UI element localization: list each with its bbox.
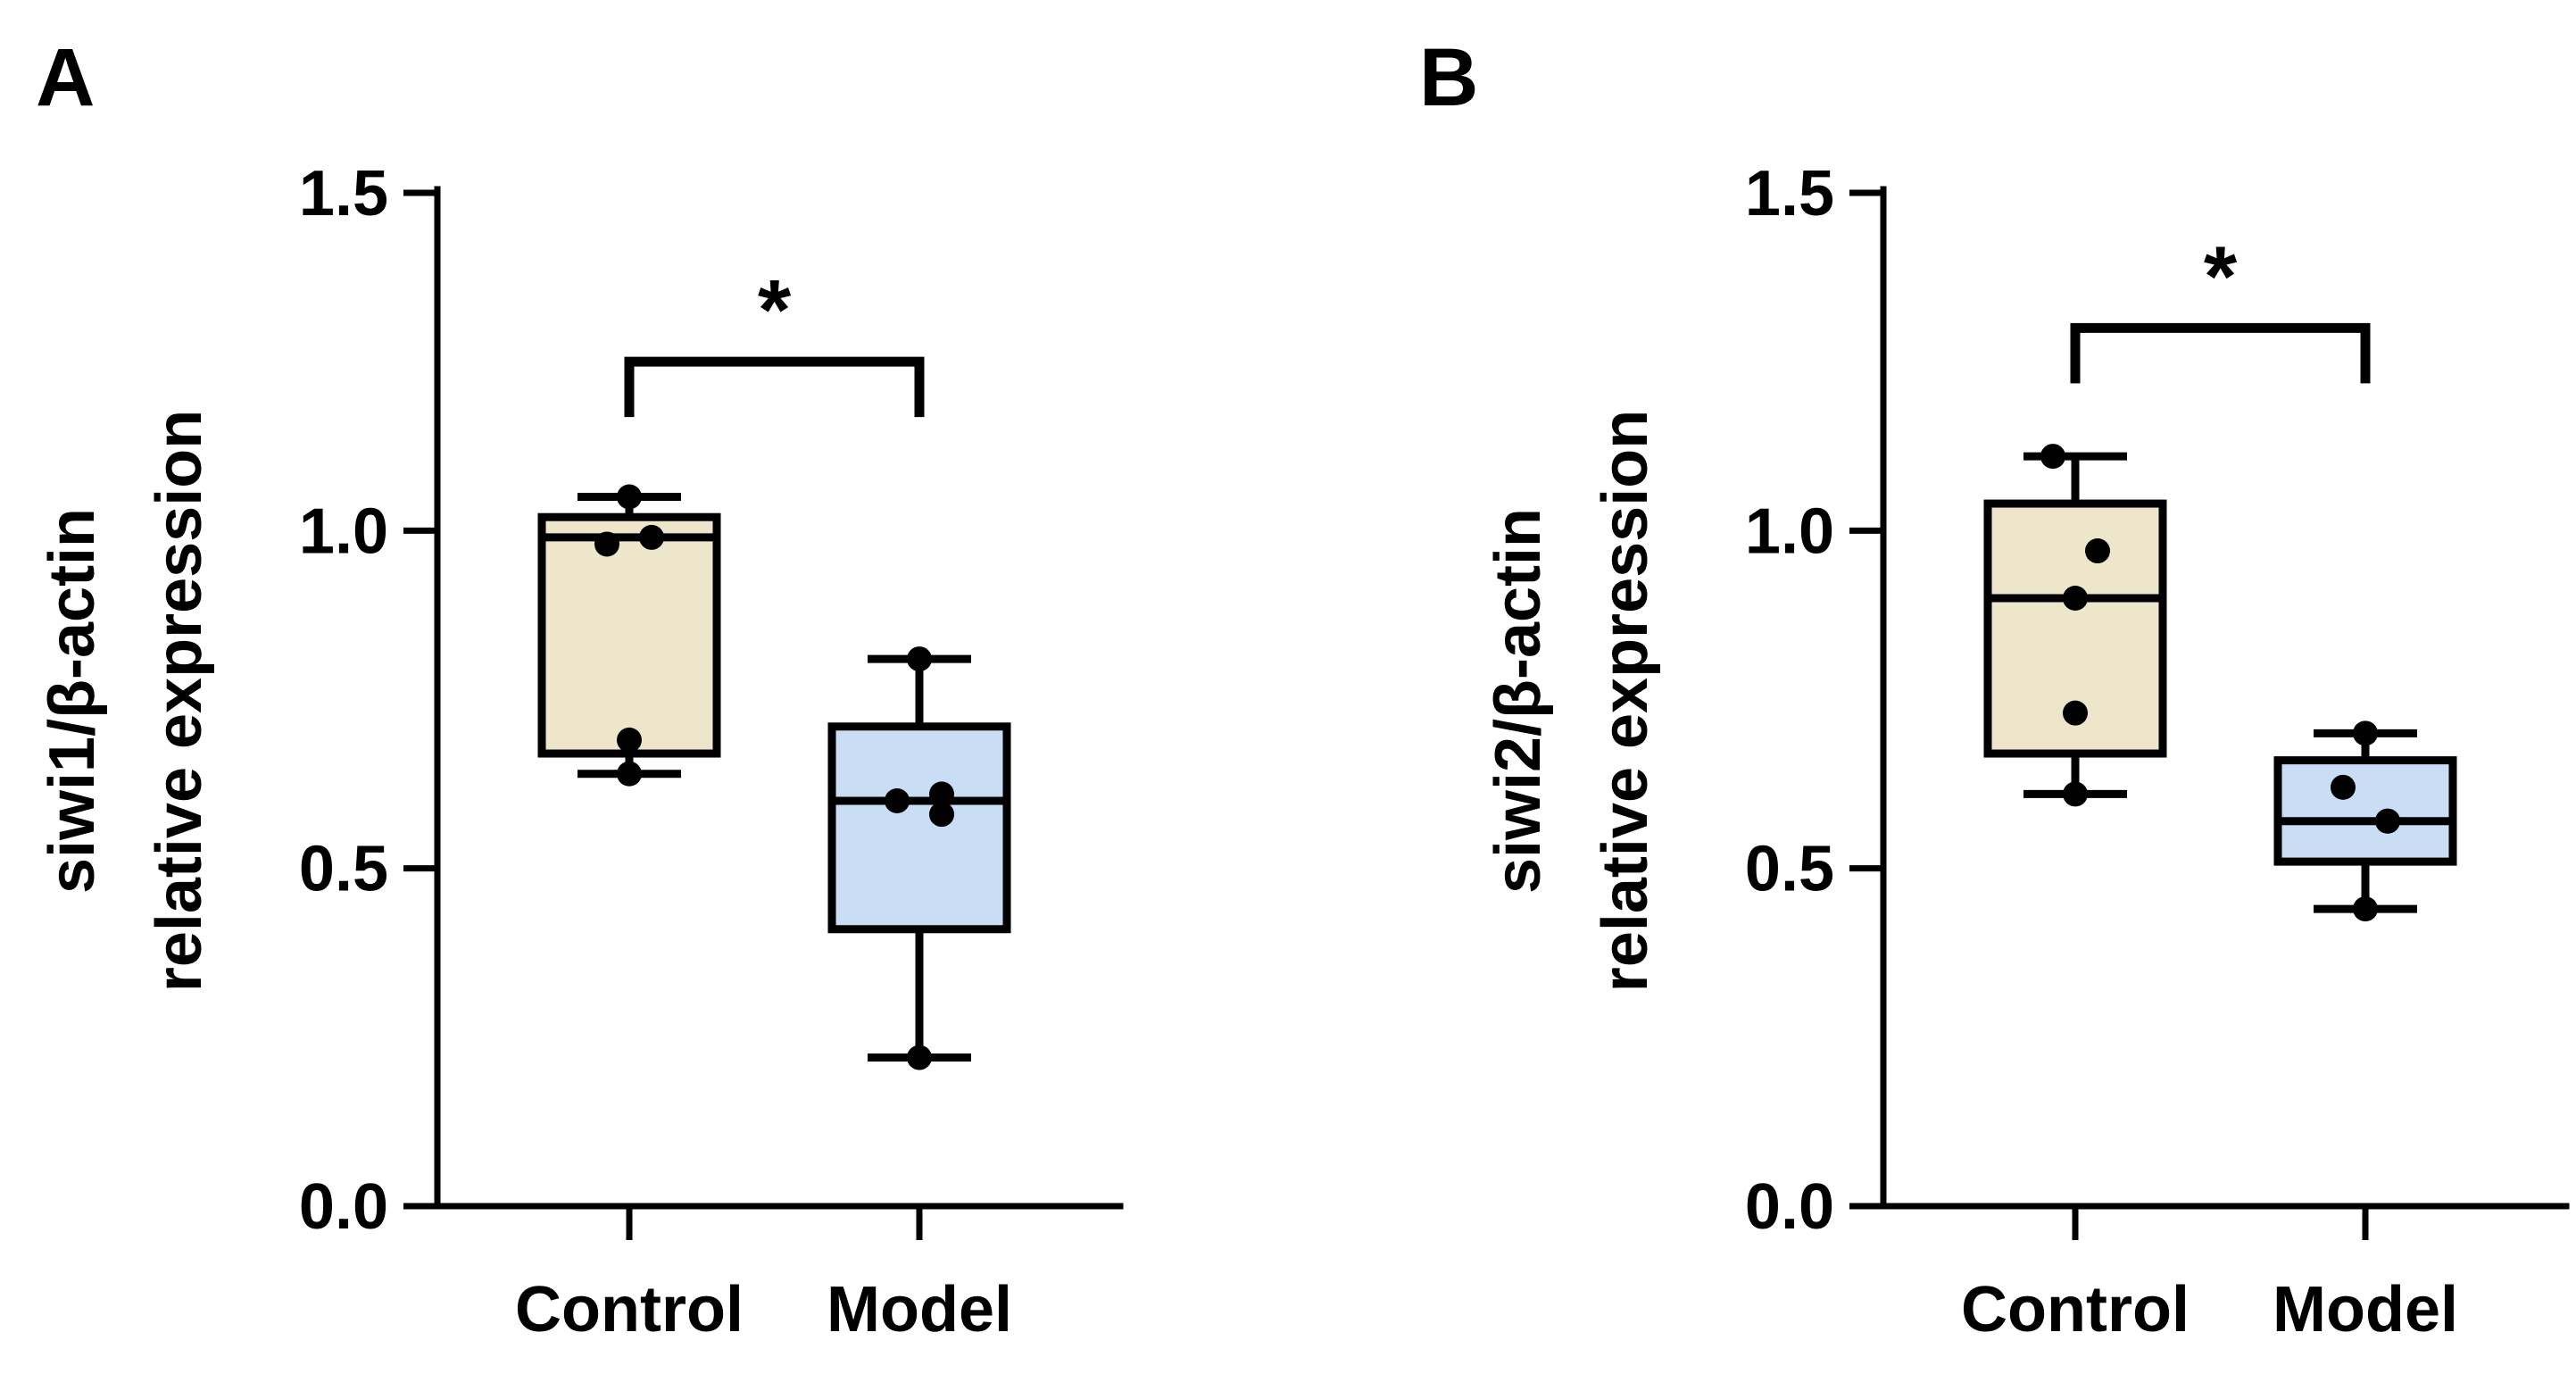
y-axis-label-line2: relative expression (144, 410, 215, 992)
significance-label: * (758, 262, 792, 358)
panel-label: A (36, 32, 95, 123)
data-point (907, 646, 932, 672)
data-point (2375, 808, 2400, 834)
y-tick-label: 0.0 (299, 1171, 388, 1243)
data-point (2063, 586, 2088, 611)
data-point (929, 802, 954, 828)
data-point (594, 531, 619, 557)
data-point (2353, 896, 2378, 922)
data-point (617, 727, 642, 753)
data-point (2353, 720, 2378, 746)
data-point (2063, 700, 2088, 726)
data-point (929, 781, 954, 807)
significance-bracket (2070, 322, 2371, 384)
y-axis-label-line1: siwi1/β-actin (37, 508, 108, 894)
data-point (2040, 444, 2065, 470)
box-model (2273, 756, 2457, 866)
data-point (2085, 538, 2110, 564)
x-tick-label: Control (515, 1274, 744, 1345)
y-axis-label-line1: siwi2/β-actin (1483, 508, 1554, 894)
significance-bracket (624, 356, 925, 418)
data-point (885, 788, 910, 813)
y-tick-label: 1.5 (1745, 158, 1834, 229)
box-model (827, 722, 1011, 934)
data-point (2063, 781, 2088, 807)
panel-label: B (1419, 32, 1478, 123)
data-point (2331, 774, 2356, 800)
significance-label: * (2204, 229, 2238, 324)
y-tick-label: 0.0 (1745, 1171, 1834, 1243)
x-tick-label: Model (827, 1274, 1012, 1345)
y-tick-label: 0.5 (299, 834, 388, 905)
box-control (537, 512, 721, 758)
data-point (907, 1045, 932, 1070)
data-point (617, 484, 642, 510)
x-tick-label: Model (2273, 1274, 2458, 1345)
y-axis-label-line2: relative expression (1590, 410, 1661, 992)
x-tick-label: Control (1961, 1274, 2190, 1345)
y-tick-label: 1.0 (299, 495, 388, 567)
y-tick-label: 1.5 (299, 158, 388, 229)
y-tick-label: 1.0 (1745, 495, 1834, 567)
data-point (639, 524, 664, 550)
y-tick-label: 0.5 (1745, 834, 1834, 905)
data-point (617, 761, 642, 787)
